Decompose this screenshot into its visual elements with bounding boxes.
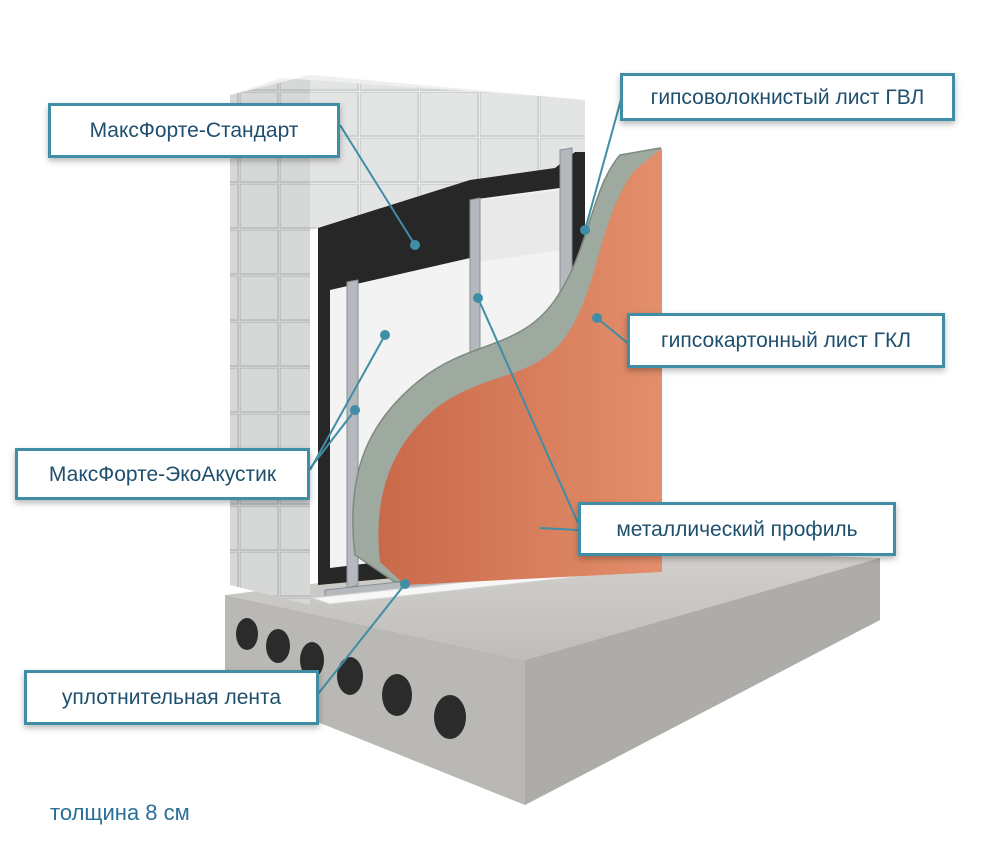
leader-dot: [400, 579, 410, 589]
slab-hole: [382, 674, 412, 716]
leader-dot: [473, 293, 483, 303]
leader-dot: [580, 225, 590, 235]
leader-line: [304, 409, 356, 476]
leader-line: [584, 95, 623, 231]
concrete-slab: [225, 548, 880, 805]
slab-hollow-cores: [236, 618, 466, 739]
slab-hole: [266, 629, 290, 663]
leader-line: [339, 124, 416, 246]
thickness-note: толщина 8 см: [50, 800, 190, 825]
leader-line: [539, 527, 579, 531]
leader-dot: [410, 240, 420, 250]
leader-dot: [592, 313, 602, 323]
leader-dot: [350, 405, 360, 415]
gkl-sheet: [378, 148, 662, 585]
label-gvl-sheet: гипсоволокнистый лист ГВЛ: [620, 73, 955, 121]
label-metal-profile: металлический профиль: [578, 502, 896, 556]
leader-line: [477, 297, 579, 524]
label-maxforte-ecoacoustic: МаксФорте-ЭкоАкустик: [15, 448, 310, 500]
leader-dot: [380, 330, 390, 340]
mineral-wool-panel-upper: [480, 190, 560, 262]
label-sealing-tape: уплотнительная лента: [24, 670, 319, 725]
leader-line: [596, 317, 631, 346]
brick-face-upper: [310, 75, 585, 230]
label-maxforte-standard: МаксФорте-Стандарт: [48, 103, 340, 158]
leader-line: [309, 334, 386, 471]
slab-hole: [337, 657, 363, 695]
leader-lines: [304, 95, 631, 695]
label-gkl-sheet: гипсокартонный лист ГКЛ: [627, 313, 945, 368]
leader-line: [317, 583, 406, 695]
slab-hole: [300, 642, 324, 678]
slab-hole: [434, 695, 466, 739]
slab-side-face: [525, 558, 880, 805]
slab-hole: [236, 618, 258, 650]
slab-front-face: [225, 595, 525, 805]
